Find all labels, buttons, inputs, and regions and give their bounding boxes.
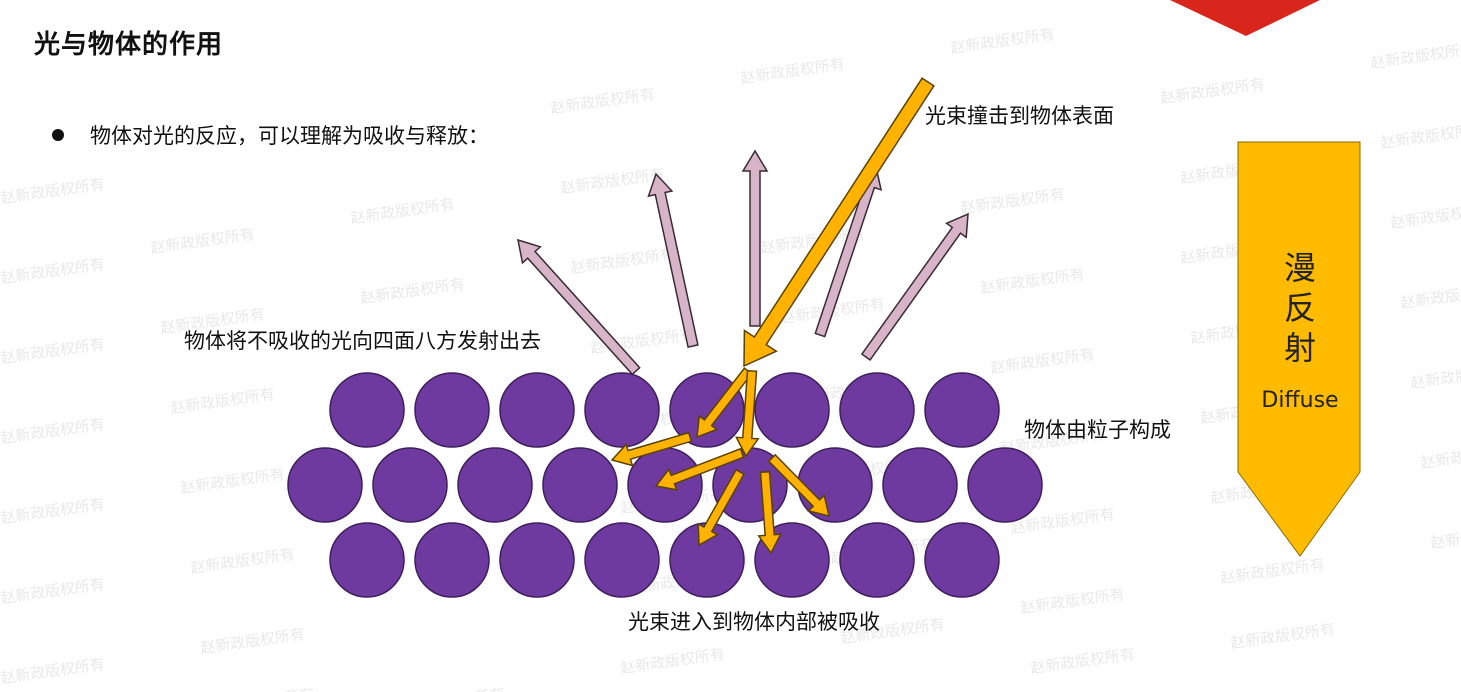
diffuse-char: 射 [1283, 329, 1316, 367]
particle-circle [839, 522, 915, 598]
particle-circle [414, 522, 490, 598]
particle-circle [584, 372, 660, 448]
reflected-light-arrow [517, 238, 641, 376]
reflected-light-label: 物体将不吸收的光向四面八方发射出去 [184, 329, 541, 353]
reflected-light-arrow [741, 149, 769, 327]
particle-circle [967, 447, 1043, 523]
incoming-beam-label: 光束撞击到物体表面 [925, 104, 1114, 128]
absorbed-light-arrow [654, 447, 745, 491]
absorption-label: 光束进入到物体内部被吸收 [628, 610, 880, 634]
absorbed-light-arrow [610, 431, 693, 467]
absorbed-light-arrow [735, 369, 760, 458]
bullet-text: 物体对光的反应，可以理解为吸收与释放： [90, 124, 489, 148]
particle-circle [329, 372, 405, 448]
diffuse-char: 漫 [1283, 249, 1316, 287]
reflected-light-arrow [860, 212, 969, 361]
diffuse-label-zh: 漫 反 射 [1238, 248, 1362, 368]
absorbed-light-arrow [697, 468, 745, 547]
absorbed-light-arrow [757, 470, 782, 555]
particle-circle [584, 522, 660, 598]
particle-circle [924, 522, 1000, 598]
particle-circle [839, 372, 915, 448]
particle-circle [372, 447, 448, 523]
particles-label: 物体由粒子构成 [1024, 418, 1171, 442]
particle-circle [754, 372, 830, 448]
incoming-light-arrow [743, 77, 935, 368]
particle-circle [542, 447, 618, 523]
diffuse-label-en: Diffuse [1261, 388, 1339, 413]
particle-circle [329, 522, 405, 598]
particle-circle [414, 372, 490, 448]
page-title: 光与物体的作用 [34, 30, 224, 60]
absorbed-light-arrow [696, 367, 753, 439]
reflected-light-arrow [647, 172, 699, 348]
corner-decoration [1170, 0, 1320, 36]
particle-circle [499, 372, 575, 448]
absorbed-light-arrow [767, 453, 831, 518]
bullet-dot-icon [52, 129, 64, 141]
particle-circle [882, 447, 958, 523]
particle-circle [499, 522, 575, 598]
particle-circle [287, 447, 363, 523]
diffuse-arrow-panel [1237, 141, 1361, 557]
particle-circle [457, 447, 533, 523]
bullet-item: 物体对光的反应，可以理解为吸收与释放： [52, 120, 489, 150]
diffuse-char: 反 [1283, 289, 1316, 327]
particle-circle [924, 372, 1000, 448]
